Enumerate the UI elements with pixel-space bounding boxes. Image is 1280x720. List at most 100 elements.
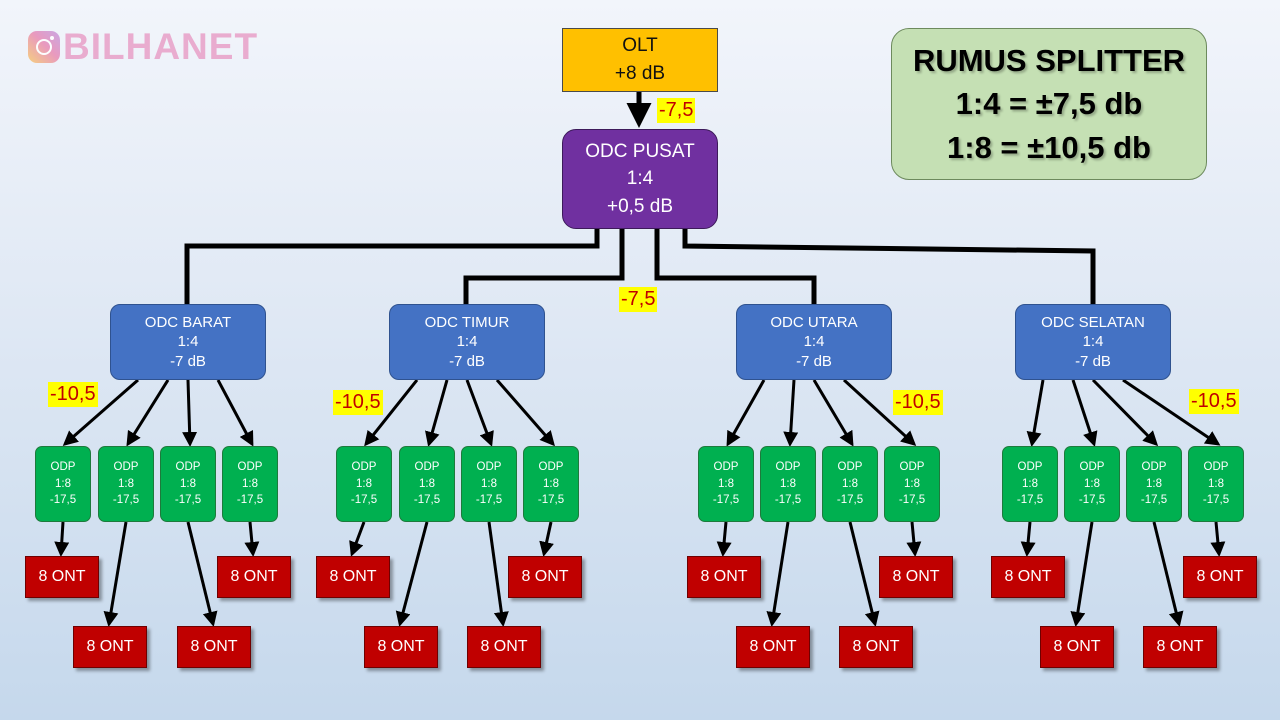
ont-label: 8 ONT bbox=[86, 637, 134, 655]
odp-label: ODP bbox=[775, 460, 801, 473]
odp-to-ont-arrow bbox=[906, 521, 922, 557]
odp-to-ont-arrow bbox=[186, 521, 218, 627]
odp-to-ont-arrow bbox=[395, 521, 429, 627]
odp-power: -17,5 bbox=[537, 494, 565, 507]
formula-title: RUMUS SPLITTER bbox=[912, 42, 1186, 78]
odp-ratio: 1:8 bbox=[1208, 477, 1224, 490]
odp-ratio: 1:8 bbox=[180, 477, 196, 490]
odp-power: -17,5 bbox=[413, 494, 441, 507]
ont-label: 8 ONT bbox=[1004, 567, 1052, 585]
odc-timur-ratio: 1:4 bbox=[456, 333, 478, 351]
ont-selatan-1: 8 ONT bbox=[991, 556, 1065, 598]
odc-timur-to-odp-arrow bbox=[465, 379, 494, 447]
odp-to-ont-arrow bbox=[244, 521, 260, 557]
odc-timur-power: -7 dB bbox=[449, 352, 485, 370]
odp-power: -17,5 bbox=[1078, 494, 1106, 507]
ont-timur-2: 8 ONT bbox=[364, 626, 438, 668]
formula-line-1: 1:4 = ±7,5 db bbox=[955, 86, 1143, 122]
odp-power: -17,5 bbox=[49, 494, 77, 507]
odp-ratio: 1:8 bbox=[481, 477, 497, 490]
odp-ratio: 1:8 bbox=[1146, 477, 1162, 490]
bilhanet-watermark: BILHANET bbox=[28, 26, 258, 68]
odp-ratio: 1:8 bbox=[1022, 477, 1038, 490]
odc-selatan-label: ODC SELATAN bbox=[1041, 313, 1145, 331]
ont-label: 8 ONT bbox=[230, 567, 278, 585]
ont-utara-2: 8 ONT bbox=[736, 626, 810, 668]
odp-power: -17,5 bbox=[1016, 494, 1044, 507]
odc-pusat-box: ODC PUSAT 1:4 +0,5 dB bbox=[562, 129, 718, 229]
odp-to-ont-arrow bbox=[716, 521, 732, 557]
odp-power: -17,5 bbox=[236, 494, 264, 507]
odp-label: ODP bbox=[476, 460, 502, 473]
odp-to-ont-arrow bbox=[103, 521, 128, 627]
odc-selatan-ratio: 1:4 bbox=[1082, 333, 1104, 351]
odp-power: -17,5 bbox=[112, 494, 140, 507]
formula-line-2: 1:8 = ±10,5 db bbox=[947, 129, 1151, 165]
watermark-text: BILHANET bbox=[63, 26, 259, 67]
odp-ratio: 1:8 bbox=[356, 477, 372, 490]
odp-power: -17,5 bbox=[774, 494, 802, 507]
pusat-to-timur-line bbox=[463, 229, 625, 305]
olt-label: OLT bbox=[622, 35, 658, 57]
ont-label: 8 ONT bbox=[1156, 637, 1204, 655]
odp-label: ODP bbox=[113, 460, 139, 473]
ont-label: 8 ONT bbox=[329, 567, 377, 585]
odc-utara-power: -7 dB bbox=[796, 352, 832, 370]
loss-selatan-to-odp: -10,5 bbox=[1189, 389, 1239, 414]
odp-ratio: 1:8 bbox=[718, 477, 734, 490]
odp-ratio: 1:8 bbox=[1084, 477, 1100, 490]
ont-label: 8 ONT bbox=[852, 637, 900, 655]
ont-utara-3: 8 ONT bbox=[839, 626, 913, 668]
odc-utara-label: ODC UTARA bbox=[770, 313, 858, 331]
odc-timur-label: ODC TIMUR bbox=[424, 313, 510, 331]
odc-utara-to-odp-arrow bbox=[812, 379, 854, 447]
odp-label: ODP bbox=[1017, 460, 1043, 473]
odp-ratio: 1:8 bbox=[242, 477, 258, 490]
odc-barat-to-odp-arrow bbox=[216, 379, 254, 447]
odp-power: -17,5 bbox=[1202, 494, 1230, 507]
ont-barat-2: 8 ONT bbox=[73, 626, 147, 668]
ont-barat-4: 8 ONT bbox=[217, 556, 291, 598]
ont-barat-3: 8 ONT bbox=[177, 626, 251, 668]
odc-utara-box: ODC UTARA 1:4-7 dB bbox=[736, 304, 892, 380]
odp-utara-1: ODP 1:8 -17,5 bbox=[698, 446, 754, 522]
odp-to-ont-arrow bbox=[1152, 521, 1184, 627]
odc-selatan-to-odp-arrow bbox=[1122, 378, 1221, 446]
odp-label: ODP bbox=[713, 460, 739, 473]
odp-to-ont-arrow bbox=[54, 521, 70, 557]
odc-pusat-ratio: 1:4 bbox=[626, 168, 654, 190]
odp-label: ODP bbox=[175, 460, 201, 473]
ont-selatan-4: 8 ONT bbox=[1183, 556, 1257, 598]
odc-selatan-to-odp-arrow bbox=[1026, 379, 1045, 447]
ont-selatan-2: 8 ONT bbox=[1040, 626, 1114, 668]
ont-label: 8 ONT bbox=[190, 637, 238, 655]
odp-to-ont-arrow bbox=[539, 521, 554, 557]
instagram-icon bbox=[28, 31, 60, 63]
ont-timur-1: 8 ONT bbox=[316, 556, 390, 598]
odp-power: -17,5 bbox=[712, 494, 740, 507]
odp-label: ODP bbox=[1203, 460, 1229, 473]
loss-barat-to-odp: -10,5 bbox=[48, 382, 98, 407]
splitter-formula-box: RUMUS SPLITTER 1:4 = ±7,5 db 1:8 = ±10,5… bbox=[891, 28, 1207, 180]
ont-selatan-3: 8 ONT bbox=[1143, 626, 1217, 668]
odp-to-ont-arrow bbox=[766, 521, 790, 627]
odc-utara-to-odp-arrow bbox=[726, 379, 766, 447]
odp-ratio: 1:8 bbox=[419, 477, 435, 490]
ont-label: 8 ONT bbox=[38, 567, 86, 585]
odc-utara-ratio: 1:4 bbox=[803, 333, 825, 351]
odc-barat-to-odp-arrow bbox=[62, 378, 139, 446]
odp-label: ODP bbox=[50, 460, 76, 473]
odp-power: -17,5 bbox=[898, 494, 926, 507]
odp-power: -17,5 bbox=[350, 494, 378, 507]
odc-selatan-power: -7 dB bbox=[1075, 352, 1111, 370]
pusat-to-selatan-line bbox=[682, 229, 1096, 305]
odp-label: ODP bbox=[1141, 460, 1167, 473]
